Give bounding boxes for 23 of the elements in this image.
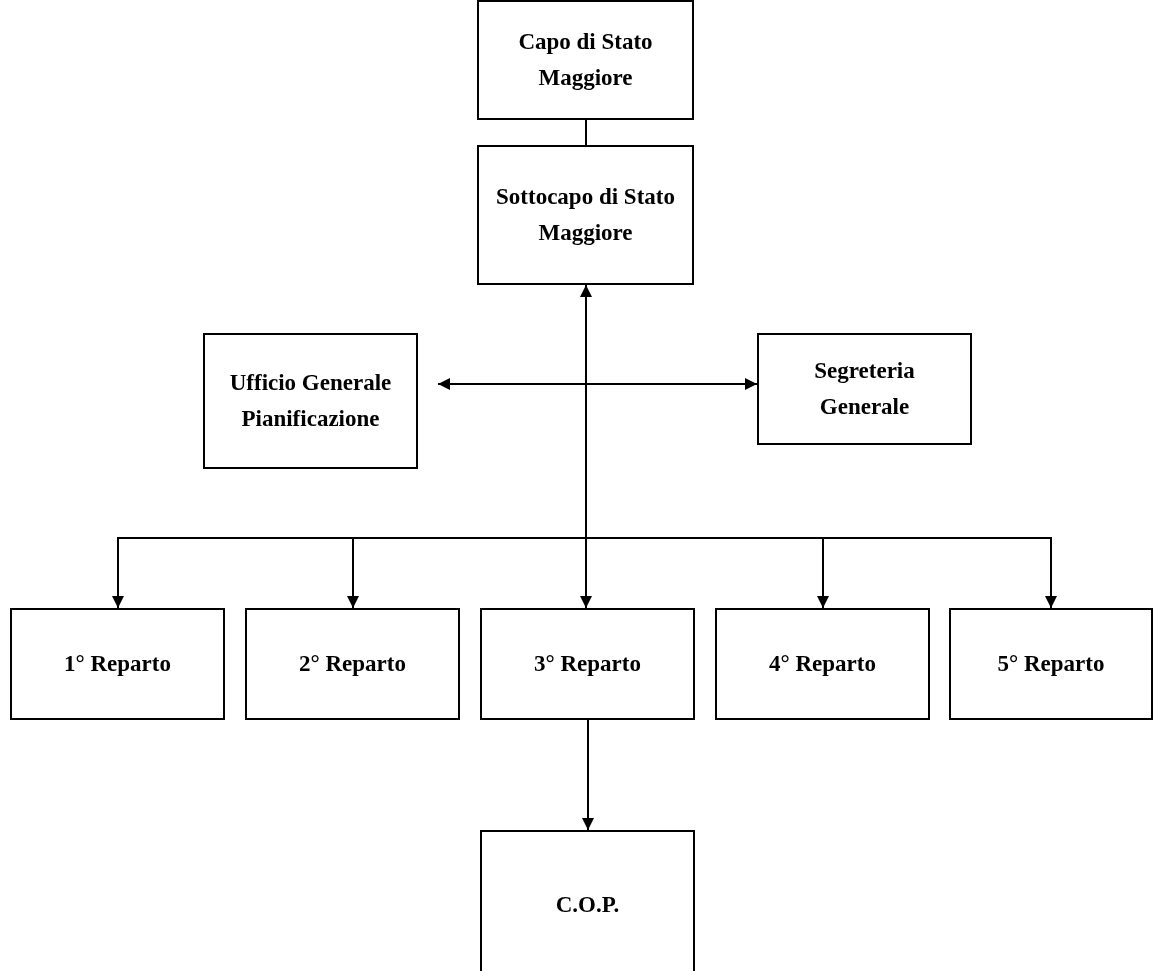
org-box — [10, 608, 225, 720]
box-label: 1° Reparto — [64, 650, 171, 678]
org-box — [480, 608, 695, 720]
box-label: Capo di Stato Maggiore — [517, 28, 654, 92]
org-box — [477, 145, 694, 285]
box-label: 5° Reparto — [997, 650, 1105, 678]
connector-line — [585, 119, 587, 146]
box-label: 2° Reparto — [299, 650, 406, 678]
box-label: 4° Reparto — [769, 650, 876, 678]
box-label: Sottocapo di Stato Maggiore — [495, 183, 676, 247]
org-box — [203, 333, 418, 469]
org-box — [715, 608, 930, 720]
box-label: C.O.P. — [555, 891, 620, 919]
org-box — [245, 608, 460, 720]
box-label: 3° Reparto — [534, 650, 641, 678]
org-box — [949, 608, 1153, 720]
org-box — [757, 333, 972, 445]
box-label: Segreteria Generale — [813, 357, 916, 421]
box-label: Ufficio Generale Pianificazione — [228, 369, 393, 433]
arrow — [582, 719, 594, 831]
arrow — [437, 378, 758, 390]
org-box — [477, 0, 694, 120]
org-box — [480, 830, 695, 971]
